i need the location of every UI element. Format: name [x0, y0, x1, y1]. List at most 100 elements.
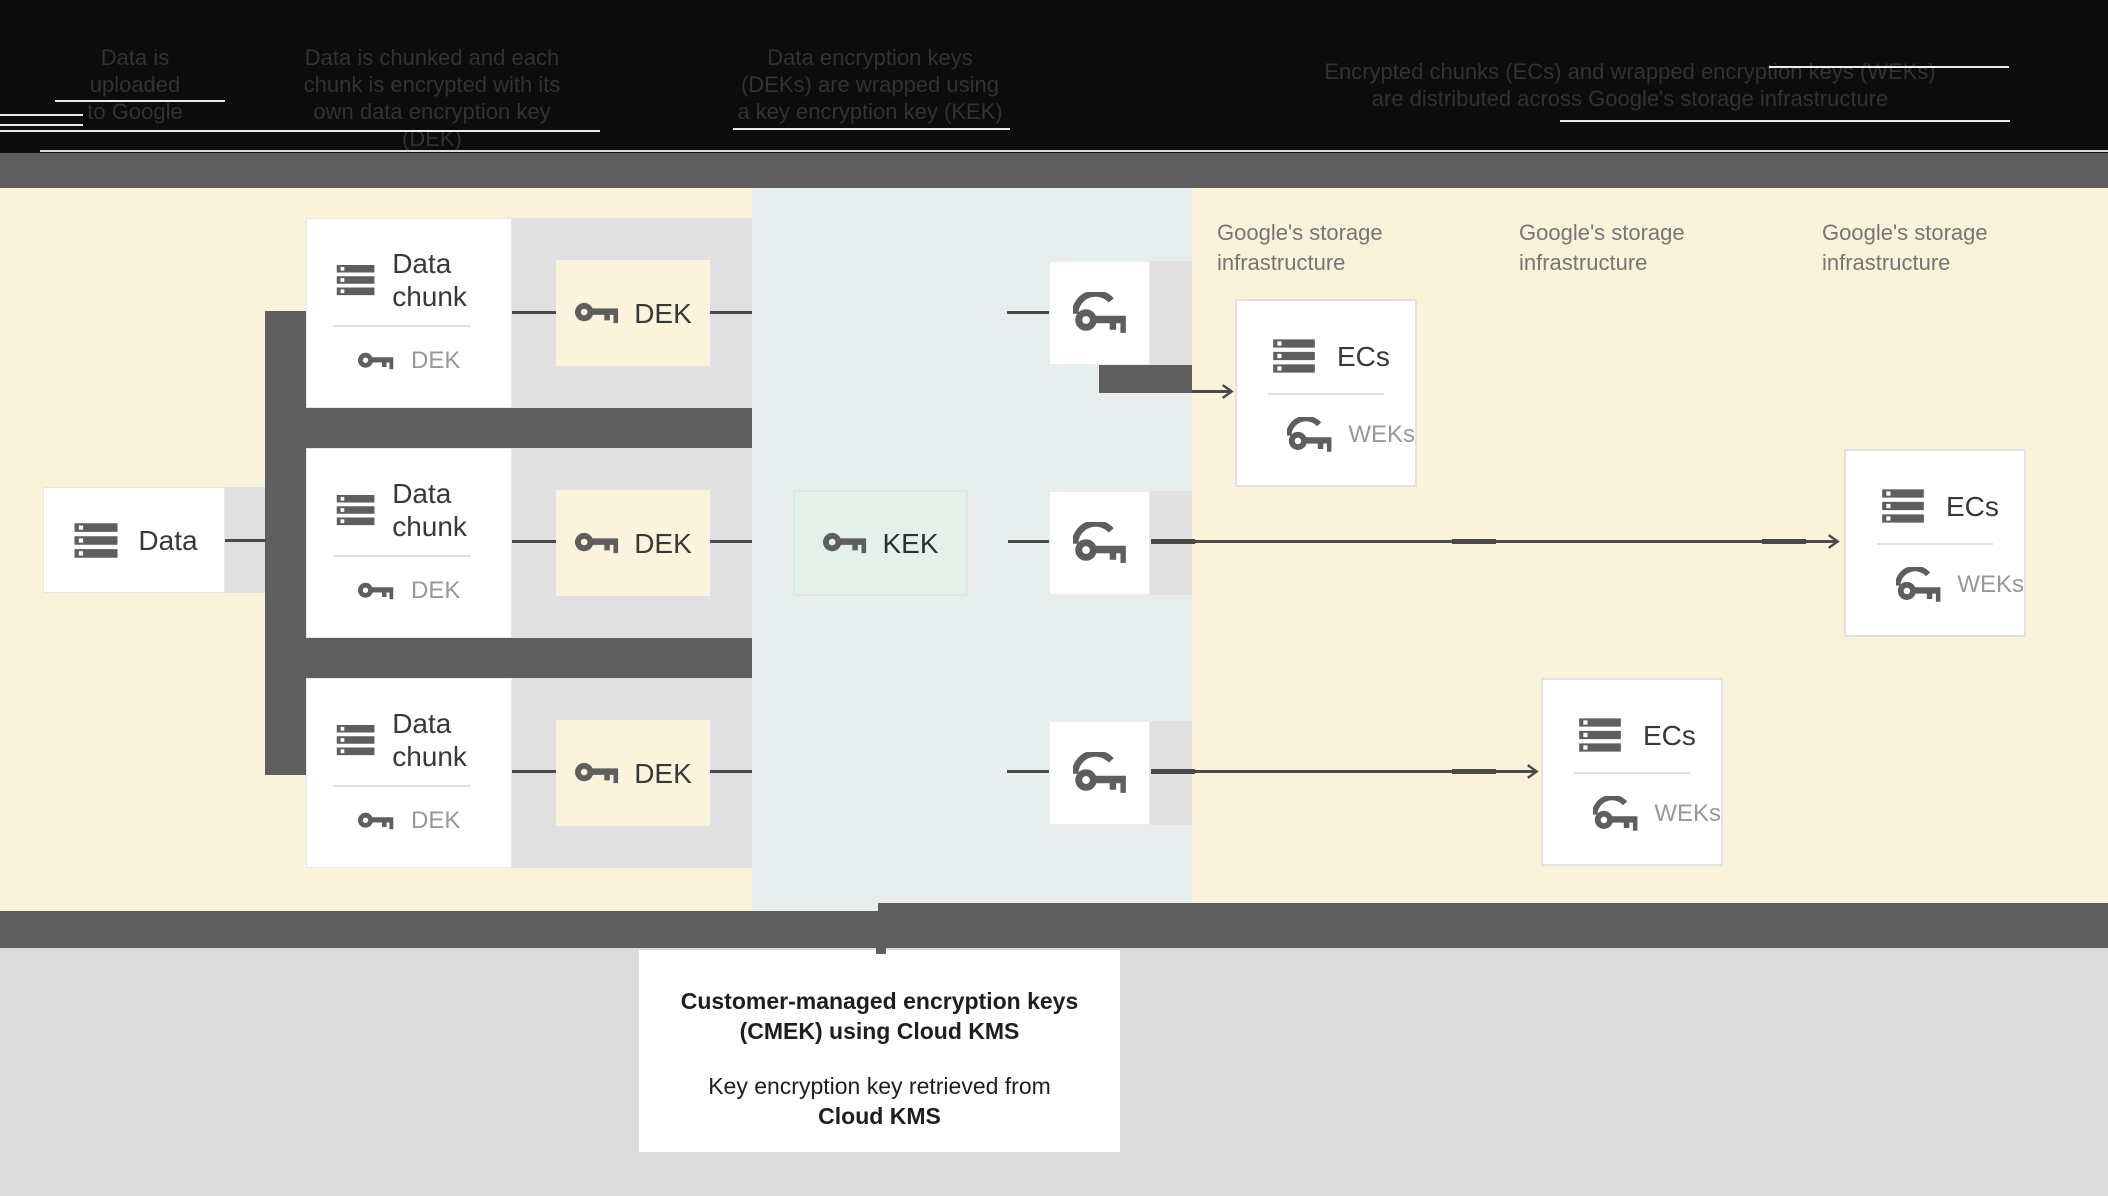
connector-line	[710, 540, 752, 543]
wrapped-key-icon	[1072, 522, 1126, 563]
kek-box-label: KEK	[882, 527, 939, 559]
arrow-line-tick	[1762, 539, 1806, 544]
arrow-line-ecs3	[1151, 770, 1536, 773]
wrapped-key-icon	[1072, 752, 1126, 793]
ecs-box-label: ECs	[1946, 490, 1999, 522]
storage-infra-label-line: infrastructure	[1822, 250, 1951, 275]
key-row-band	[1150, 261, 1192, 365]
connector-line	[225, 539, 266, 542]
dek-box-label: DEK	[634, 527, 692, 559]
wrapped-key-icon	[1896, 567, 1941, 602]
key-icon	[575, 532, 619, 554]
storage-icon	[336, 724, 375, 756]
wrapped-key-icon	[1287, 417, 1332, 452]
divider	[1574, 772, 1690, 774]
key-icon	[575, 762, 619, 784]
key-icon	[357, 352, 394, 370]
divider	[1877, 543, 1993, 545]
header-streak	[55, 100, 225, 102]
data-chunk-dek-label: DEK	[411, 807, 461, 834]
header-step-2-line: Data is chunked and each	[304, 45, 560, 70]
storage-icon	[336, 264, 375, 296]
dek-box-2: DEK	[556, 490, 710, 596]
arrow-line-tick	[1452, 539, 1496, 544]
storage-infra-label-line: Google's storage	[1217, 220, 1383, 245]
divider	[333, 785, 471, 787]
ecs-weks-label: WEKs	[1957, 571, 2024, 598]
key-icon	[357, 582, 394, 600]
data-chunk-box-1: Data chunk DEK	[306, 218, 512, 408]
wrapped-key-box-1	[1049, 261, 1150, 365]
arrow-line-tick	[1151, 769, 1195, 774]
header-streak	[1560, 120, 2010, 122]
data-chunk-label: Data chunk	[392, 478, 467, 542]
kek-box: KEK	[793, 490, 968, 596]
storage-icon	[1273, 339, 1315, 373]
ecs-box-2: ECs WEKs	[1844, 449, 2026, 637]
data-chunk-dek-label: DEK	[411, 347, 461, 374]
wrapped-key-icon	[1593, 796, 1638, 831]
header-step-1-line: uploaded	[89, 72, 181, 97]
storage-infra-label-2: Google's storage infrastructure	[1519, 218, 1789, 278]
dek-box-label: DEK	[634, 757, 692, 789]
key-icon	[575, 302, 619, 324]
header-step-3: Data encryption keys (DEKs) are wrapped …	[720, 44, 1020, 125]
header-streak	[0, 130, 600, 132]
storage-infra-label-line: infrastructure	[1519, 250, 1648, 275]
kms-pointer-tab	[876, 946, 886, 954]
connector-line	[1008, 540, 1049, 543]
header-step-2-line: own data encryption key (DEK)	[313, 99, 551, 151]
storage-infra-label-3: Google's storage infrastructure	[1822, 218, 2092, 278]
key-icon	[357, 812, 394, 830]
ecs-box-1: ECs WEKs	[1235, 299, 1417, 487]
header-step-1-line: Data is	[100, 45, 170, 70]
header-step-1-line: to Google	[87, 99, 183, 124]
wrapped-key-step-bar	[1099, 365, 1192, 393]
arrow-line-tick	[1452, 769, 1496, 774]
ecs-weks-label: WEKs	[1348, 421, 1415, 448]
dek-box-3: DEK	[556, 720, 710, 826]
ecs-box-label: ECs	[1643, 719, 1696, 751]
storage-icon	[336, 494, 375, 526]
header-streak	[0, 124, 83, 126]
connector-line	[512, 540, 556, 543]
cmek-callout-line: (CMEK) using Cloud KMS	[739, 1018, 1020, 1044]
divider	[333, 325, 471, 327]
dek-box-1: DEK	[556, 260, 710, 366]
header-streak	[1769, 66, 2009, 68]
arrow-line-ecs1	[1192, 390, 1231, 393]
header-streak	[733, 128, 1010, 130]
header-step-4-line: are distributed across Google's storage …	[1371, 86, 1889, 111]
storage-infra-label-line: infrastructure	[1217, 250, 1346, 275]
connector-line	[710, 311, 752, 314]
header-step-1: Data is uploaded to Google	[15, 44, 255, 125]
data-box: Data	[43, 487, 225, 593]
divider	[1268, 393, 1384, 395]
arrow-head-icon	[1827, 533, 1840, 550]
data-chunk-label: Data chunk	[392, 248, 467, 312]
bottom-gray-bar-left	[0, 911, 878, 948]
connector-line	[1007, 770, 1049, 773]
bottom-gray-bar-right	[878, 903, 2108, 948]
cmek-callout-line: Customer-managed encryption keys	[680, 988, 1079, 1014]
connector-line	[710, 770, 752, 773]
storage-icon	[1882, 489, 1924, 523]
cmek-callout-line: Key encryption key retrieved from	[708, 1073, 1051, 1099]
cmek-callout-line: Cloud KMS	[818, 1103, 941, 1129]
connector-line	[512, 311, 556, 314]
header-divider	[40, 150, 2108, 152]
dek-box-label: DEK	[634, 297, 692, 329]
ecs-box-3: ECs WEKs	[1541, 678, 1723, 866]
data-chunk-box-3: Data chunk DEK	[306, 678, 512, 868]
wrapped-key-box-3	[1049, 721, 1150, 825]
connector-line	[512, 770, 556, 773]
data-box-label: Data	[138, 524, 198, 556]
storage-icon	[74, 522, 118, 558]
chunk-split-trunk	[265, 311, 308, 775]
storage-infra-label-line: Google's storage	[1519, 220, 1685, 245]
wrapped-key-icon	[1072, 292, 1126, 333]
header-step-3-line: (DEKs) are wrapped using	[740, 72, 999, 97]
chunk-split-bar	[308, 638, 752, 678]
header-step-3-line: Data encryption keys	[767, 45, 973, 70]
data-chunk-label: Data chunk	[392, 708, 467, 772]
